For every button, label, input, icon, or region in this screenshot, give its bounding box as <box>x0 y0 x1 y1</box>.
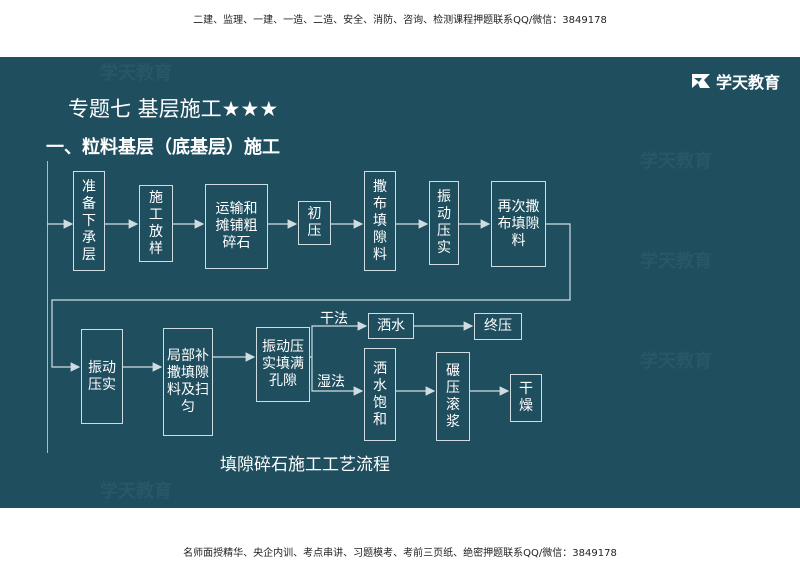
flow-node-label: 初压 <box>307 206 322 239</box>
slide: 学天教育 学天教育 学天教育 学天教育 学天教育 学天教育 专题七 基层施工★★… <box>0 57 800 508</box>
flow-node-label: 撒布填隙料 <box>373 178 387 263</box>
arrow-dry <box>310 321 368 358</box>
flow-node-local-refill-sweep: 局部补撒填隙料及扫匀 <box>163 328 213 436</box>
flow-node-label: 振动压实填满孔隙 <box>262 339 304 389</box>
flow-node-label: 施工放样 <box>149 189 163 257</box>
topic-title: 专题七 基层施工★★★ <box>68 97 279 121</box>
section-title: 一、粒料基层（底基层）施工 <box>46 137 280 158</box>
diagram-frame-line <box>47 161 48 453</box>
flow-node-vibratory-compaction-1: 振动压实 <box>429 181 459 265</box>
flow-node-vibratory-fill-voids: 振动压实填满孔隙 <box>256 327 310 402</box>
brand-logo-icon <box>692 74 710 88</box>
flow-node-dry: 干燥 <box>510 374 542 422</box>
flow-node-initial-compaction: 初压 <box>298 201 331 245</box>
arrow-wrap <box>51 223 571 372</box>
flow-node-vibratory-compaction-2: 振动压实 <box>81 329 123 424</box>
diagram-caption: 填隙碎石施工工艺流程 <box>220 455 390 475</box>
flow-node-label: 振动压实 <box>88 359 116 393</box>
flow-node-label: 干燥 <box>519 381 533 414</box>
flow-node-spread-filler-again: 再次撒布填隙料 <box>491 181 546 267</box>
flow-node-water-saturation: 洒水饱和 <box>364 348 396 441</box>
flow-node-final-compaction: 终压 <box>474 313 522 340</box>
flow-node-label: 再次撒布填隙料 <box>497 198 540 249</box>
flow-node-label: 洒水饱和 <box>373 360 387 428</box>
flow-node-water-spray: 洒水 <box>368 313 414 339</box>
flow-node-label: 运输和摊铺粗碎石 <box>215 201 258 251</box>
flow-arrows <box>47 219 571 396</box>
flow-node-prepare-sublayer: 准备下承层 <box>73 171 105 271</box>
flow-node-label: 终压 <box>484 318 512 334</box>
label-wet-method: 湿法 <box>317 374 345 390</box>
watermark: 学天教育 <box>640 351 712 372</box>
flow-node-transport-spread: 运输和摊铺粗碎石 <box>205 184 268 269</box>
flow-node-label: 碾压滚浆 <box>446 362 460 430</box>
watermark: 学天教育 <box>640 251 712 272</box>
flow-node-label: 振动压实 <box>437 189 451 256</box>
flow-node-setting-out: 施工放样 <box>139 185 173 262</box>
watermark: 学天教育 <box>640 151 712 172</box>
brand-logo-text: 学天教育 <box>716 73 781 92</box>
flow-node-label: 准备下承层 <box>82 178 96 263</box>
arrow-wet <box>311 357 364 396</box>
watermark: 学天教育 <box>100 63 172 84</box>
flow-node-label: 洒水 <box>377 317 405 334</box>
brand-logo: 学天教育 <box>690 70 780 92</box>
label-dry-method: 干法 <box>320 311 348 327</box>
page-header-text: 二建、监理、一建、一造、二造、安全、消防、咨询、检测课程押题联系QQ/微信：38… <box>193 15 607 26</box>
flow-node-spread-filler: 撒布填隙料 <box>364 171 396 271</box>
watermark: 学天教育 <box>100 481 172 502</box>
flow-node-roll-slurry: 碾压滚浆 <box>436 352 470 441</box>
page-footer-text: 名师面授精华、央企内训、考点串讲、习题模考、考前三页纸、绝密押题联系QQ/微信：… <box>183 548 617 559</box>
flow-node-label: 局部补撒填隙料及扫匀 <box>167 348 209 415</box>
